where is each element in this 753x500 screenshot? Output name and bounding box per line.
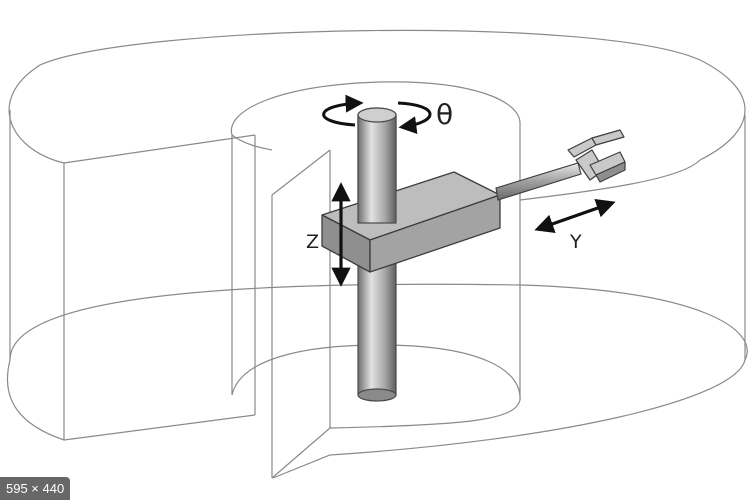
horizontal-arm bbox=[495, 162, 582, 201]
y-arrow bbox=[534, 199, 616, 233]
carriage-block bbox=[321, 171, 501, 273]
work-envelope bbox=[6, 29, 748, 479]
rotation-arrow bbox=[322, 94, 432, 135]
z-label: Z bbox=[306, 231, 319, 253]
theta-label: θ bbox=[436, 98, 453, 131]
image-size-badge: 595 × 440 bbox=[0, 477, 71, 500]
gripper bbox=[567, 129, 626, 183]
inner-top-rim bbox=[230, 81, 521, 136]
y-label: Y bbox=[569, 231, 582, 253]
outer-top-rim bbox=[8, 29, 746, 164]
outer-bottom-rim bbox=[9, 283, 748, 361]
